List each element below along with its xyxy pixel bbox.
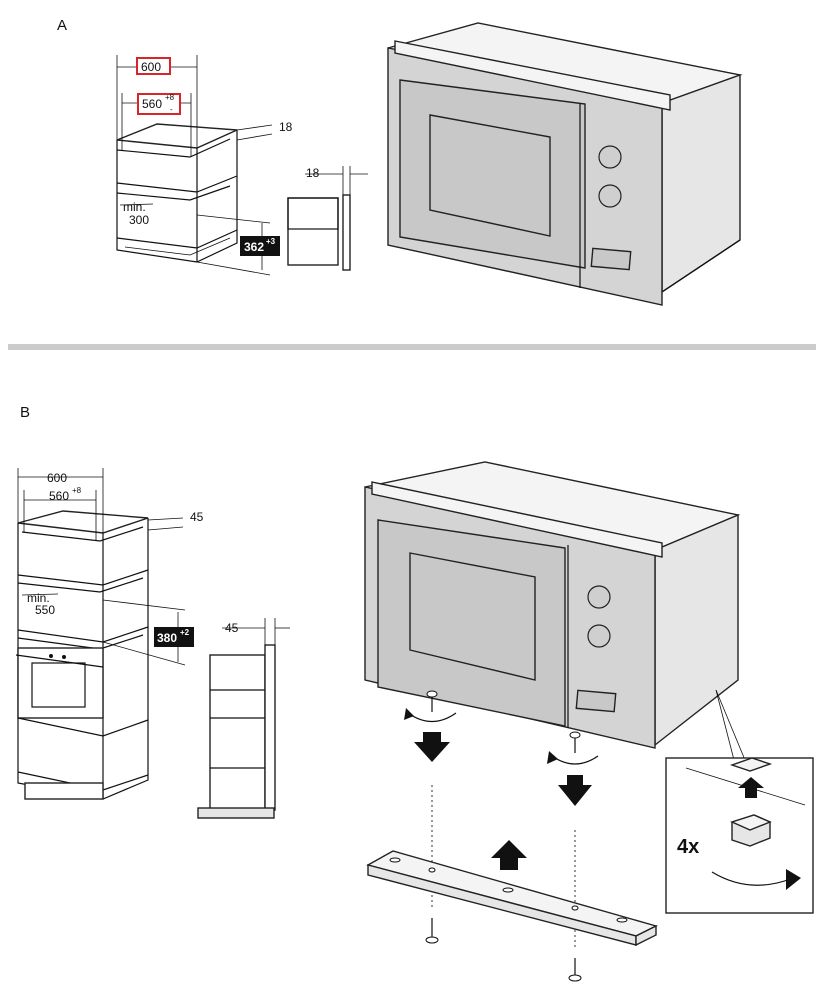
screw-right [547, 731, 599, 806]
niche-height-b-box [154, 627, 194, 647]
detail-thickness-a: 18 [306, 166, 320, 180]
screw-bottom-right [568, 958, 582, 982]
niche-height-b: 380 [157, 631, 177, 645]
side-detail-a: 18 [287, 166, 368, 271]
microwave-b [364, 461, 741, 749]
section-a-label: A [57, 17, 67, 34]
niche-width-tol-b: +8 [72, 486, 82, 495]
side-detail-b: 45 [197, 618, 290, 819]
section-b: B 600 560 +8 [15, 404, 814, 982]
niche-height-tol-b: +2 [180, 628, 190, 637]
screw-left [404, 690, 457, 762]
width-560-highlight [137, 93, 181, 115]
mounting-rail [366, 840, 658, 947]
niche-height-tol-a: +3 [266, 237, 276, 246]
microwave-a [387, 22, 743, 306]
cabinet-b [15, 510, 149, 800]
niche-width-tol2-a: - [170, 105, 173, 114]
niche-width-a: 560 [142, 97, 162, 111]
cabinet-width-b: 600 [47, 471, 67, 485]
section-a: A 600 560 +8 - 18 min. 300 [57, 17, 743, 306]
cabinet-a [116, 123, 238, 263]
width-600-highlight [136, 57, 171, 75]
niche-height-a: 362 [244, 240, 264, 254]
min-label-a: min. [123, 200, 146, 214]
side-thickness-a: 18 [279, 120, 293, 134]
screw-bottom-left [425, 918, 439, 944]
niche-width-tol-a: +8 [165, 93, 175, 102]
detail-thickness-b: 45 [225, 621, 239, 635]
min-depth-b: 550 [35, 603, 55, 617]
section-divider [8, 344, 816, 350]
niche-width-b: 560 [49, 489, 69, 503]
cabinet-width-a: 600 [141, 60, 161, 74]
callout-box: 4x [665, 757, 814, 914]
min-depth-a: 300 [129, 213, 149, 227]
niche-height-a-box [240, 236, 280, 256]
side-thickness-b: 45 [190, 510, 204, 524]
repeat-count: 4x [677, 836, 699, 858]
section-b-label: B [20, 404, 30, 421]
